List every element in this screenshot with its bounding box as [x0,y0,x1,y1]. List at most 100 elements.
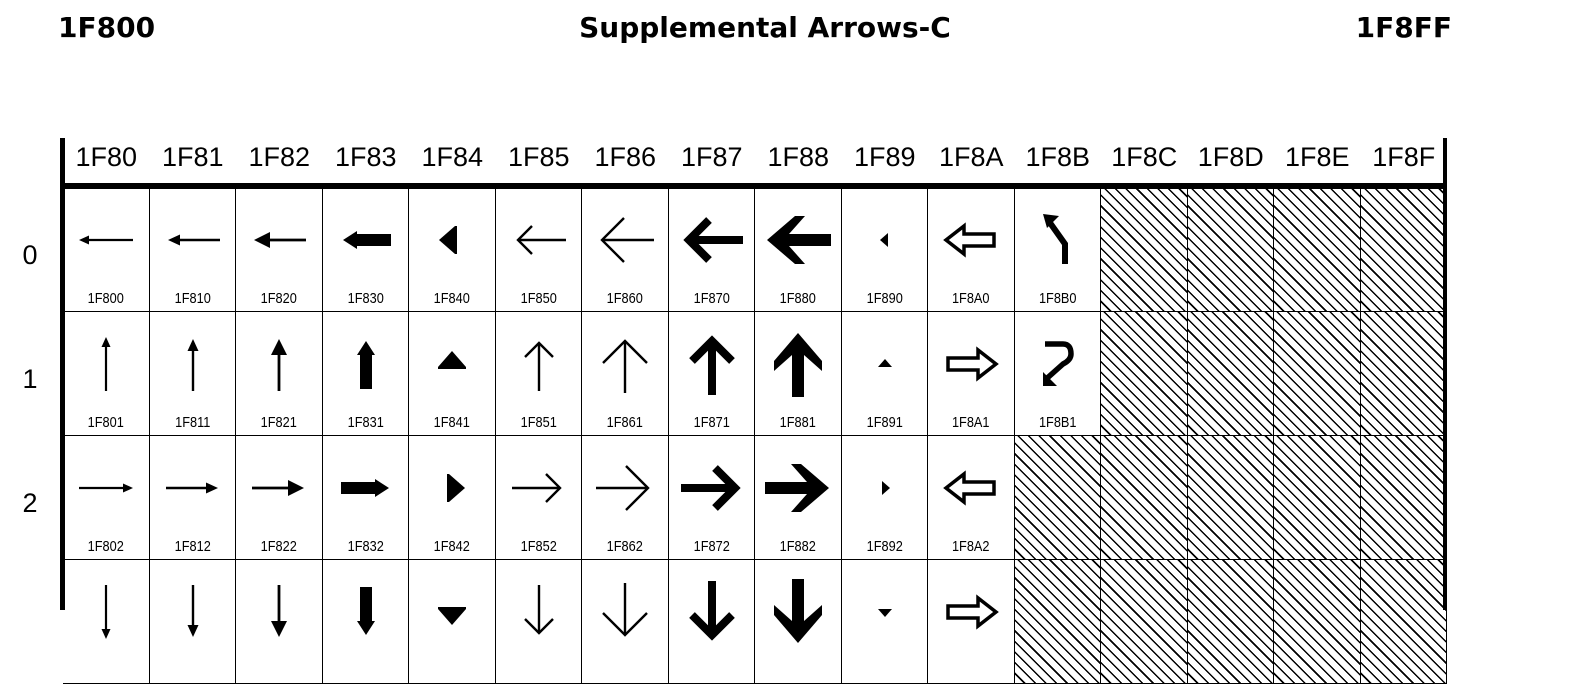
unassigned-cell [1014,436,1101,560]
glyph-cell: 1F872 [668,436,755,560]
code-point-label: 1F860 [606,290,643,307]
code-point-label: 1F8A0 [951,290,990,307]
glyph-cell: 1F801 [63,312,150,436]
glyph-cell: 1F831 [322,312,409,436]
glyph-cell [582,560,669,684]
glyph-cell: 1F891 [841,312,928,436]
outlined-left-arrow-icon [928,454,1014,522]
code-point-label: 1F862 [606,538,643,555]
column-header: 1F87 [680,142,743,172]
outlined-right-arrow-icon [928,330,1014,398]
up-arrow-medium-head-icon [236,330,322,398]
code-point-label: 1F8B0 [1038,290,1077,307]
wide-left-arrow-icon [582,206,668,274]
glyph-cell: 1F8A1 [928,312,1015,436]
down-arrow-small-head-icon [150,578,236,646]
code-point-label: 1F870 [693,290,730,307]
column-header: 1F8F [1372,142,1436,172]
heavy-bold-left-arrow-icon [755,206,841,274]
unassigned-cell [1360,188,1447,312]
unassigned-cell [1101,312,1188,436]
glyph-cell: 1F841 [409,312,496,436]
unassigned-cell [1101,560,1188,684]
column-header: 1F88 [767,142,830,172]
glyph-cell: 1F8A2 [928,436,1015,560]
column-header: 1F8C [1111,142,1178,172]
glyph-cell: 1F850 [495,188,582,312]
heavy-up-arrow-icon [323,330,409,398]
thin-left-arrow-icon [63,206,149,274]
column-header: 1F82 [248,142,311,172]
row-label: 2 [22,488,38,518]
column-header: 1F89 [853,142,916,172]
thin-down-arrow-icon [63,578,149,646]
down-left-corner-arrow-icon [1015,330,1101,398]
glyph-cell [495,560,582,684]
unassigned-cell [1360,560,1447,684]
wide-right-arrow-icon [582,454,668,522]
glyph-cell: 1F812 [149,436,236,560]
right-arrow-medium-head-icon [236,454,322,522]
range-end: 1F8FF [1355,11,1452,44]
glyph-cell: 1F881 [755,312,842,436]
thin-right-arrow-icon [63,454,149,522]
glyph-cell: 1F802 [63,436,150,560]
unassigned-cell [1187,188,1274,312]
column-header: 1F83 [334,142,397,172]
small-down-triangle-icon [842,578,928,646]
code-point-label: 1F812 [174,538,211,555]
glyph-cell: 1F852 [495,436,582,560]
right-arrow-small-head-icon [150,454,236,522]
glyph-cell: 1F871 [668,312,755,436]
glyph-cell: 1F800 [63,188,150,312]
code-point-label: 1F890 [866,290,903,307]
glyph-cell: 1F861 [582,312,669,436]
glyph-cell: 1F862 [582,436,669,560]
glyph-cell: 1F832 [322,436,409,560]
thin-up-arrow-icon [63,330,149,398]
up-left-corner-arrow-icon [1015,206,1101,274]
bold-right-arrow-icon [669,454,755,522]
up-arrowhead-triangle-icon [409,330,495,398]
row-label: 1 [22,364,38,394]
unassigned-cell [1274,188,1361,312]
code-point-label: 1F861 [606,414,643,431]
glyph-cell [149,560,236,684]
outlined-left-arrow-icon [928,206,1014,274]
glyph-cell [63,560,150,684]
range-start: 1F800 [58,11,156,44]
code-point-label: 1F832 [347,538,384,555]
block-title: Supplemental Arrows-C [579,11,951,44]
heavy-bold-right-arrow-icon [755,454,841,522]
code-point-label: 1F8B1 [1038,414,1077,431]
heavy-left-arrow-icon [323,206,409,274]
code-point-label: 1F841 [433,414,470,431]
code-point-label: 1F822 [260,538,297,555]
column-header: 1F8B [1025,142,1091,172]
code-point-label: 1F802 [87,538,124,555]
glyph-cell: 1F821 [236,312,323,436]
code-point-label: 1F852 [520,538,557,555]
bold-up-arrow-icon [669,330,755,398]
unassigned-cell [1187,436,1274,560]
left-rule [60,138,65,610]
glyph-cell: 1F8B0 [1014,188,1101,312]
unassigned-cell [1014,560,1101,684]
down-arrow-medium-head-icon [236,578,322,646]
heavy-down-arrow-icon [323,578,409,646]
code-point-label: 1F810 [174,290,211,307]
unassigned-cell [1360,436,1447,560]
column-header: 1F81 [161,142,224,172]
glyph-cell: 1F8B1 [1014,312,1101,436]
code-point-label: 1F881 [779,414,816,431]
code-point-label: 1F871 [693,414,730,431]
outlined-right-arrow-icon [928,578,1014,646]
sans-serif-left-arrow-icon [496,206,582,274]
column-header: 1F8D [1197,142,1264,172]
wide-up-arrow-icon [582,330,668,398]
glyph-cell: 1F890 [841,188,928,312]
glyph-cell: 1F820 [236,188,323,312]
glyph-cell [668,560,755,684]
code-point-label: 1F851 [520,414,557,431]
